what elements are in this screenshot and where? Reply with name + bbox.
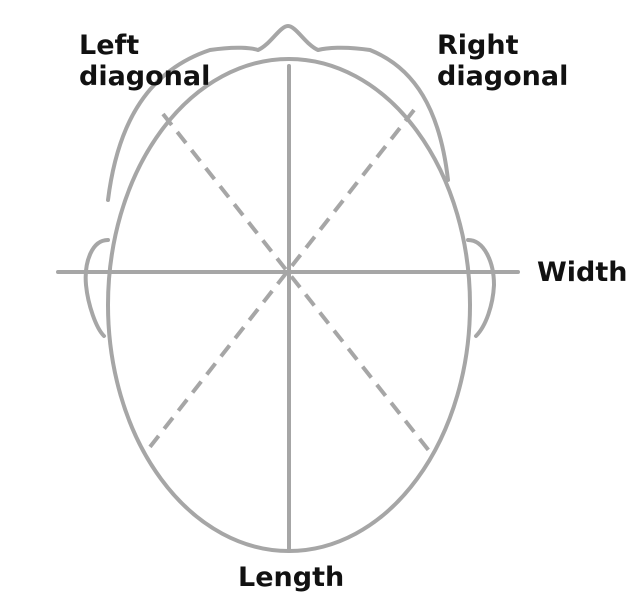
left-diagonal-label-line1: Left [79,30,140,61]
left-diagonal-line [161,112,432,454]
hair-outline [106,24,450,202]
center-point [286,269,292,275]
right-diagonal-line [144,108,416,454]
right-diagonal-label-line1: Right [437,30,519,61]
right-diagonal-label-line2: diagonal [437,61,569,92]
left-diagonal-label-line2: diagonal [79,61,211,92]
width-label: Width [537,257,628,288]
right-ear [466,238,496,338]
length-label: Length [238,562,345,593]
left-diagonal-label: Left diagonal [79,30,210,92]
right-diagonal-label: Right diagonal [437,30,568,92]
left-ear [83,238,110,338]
